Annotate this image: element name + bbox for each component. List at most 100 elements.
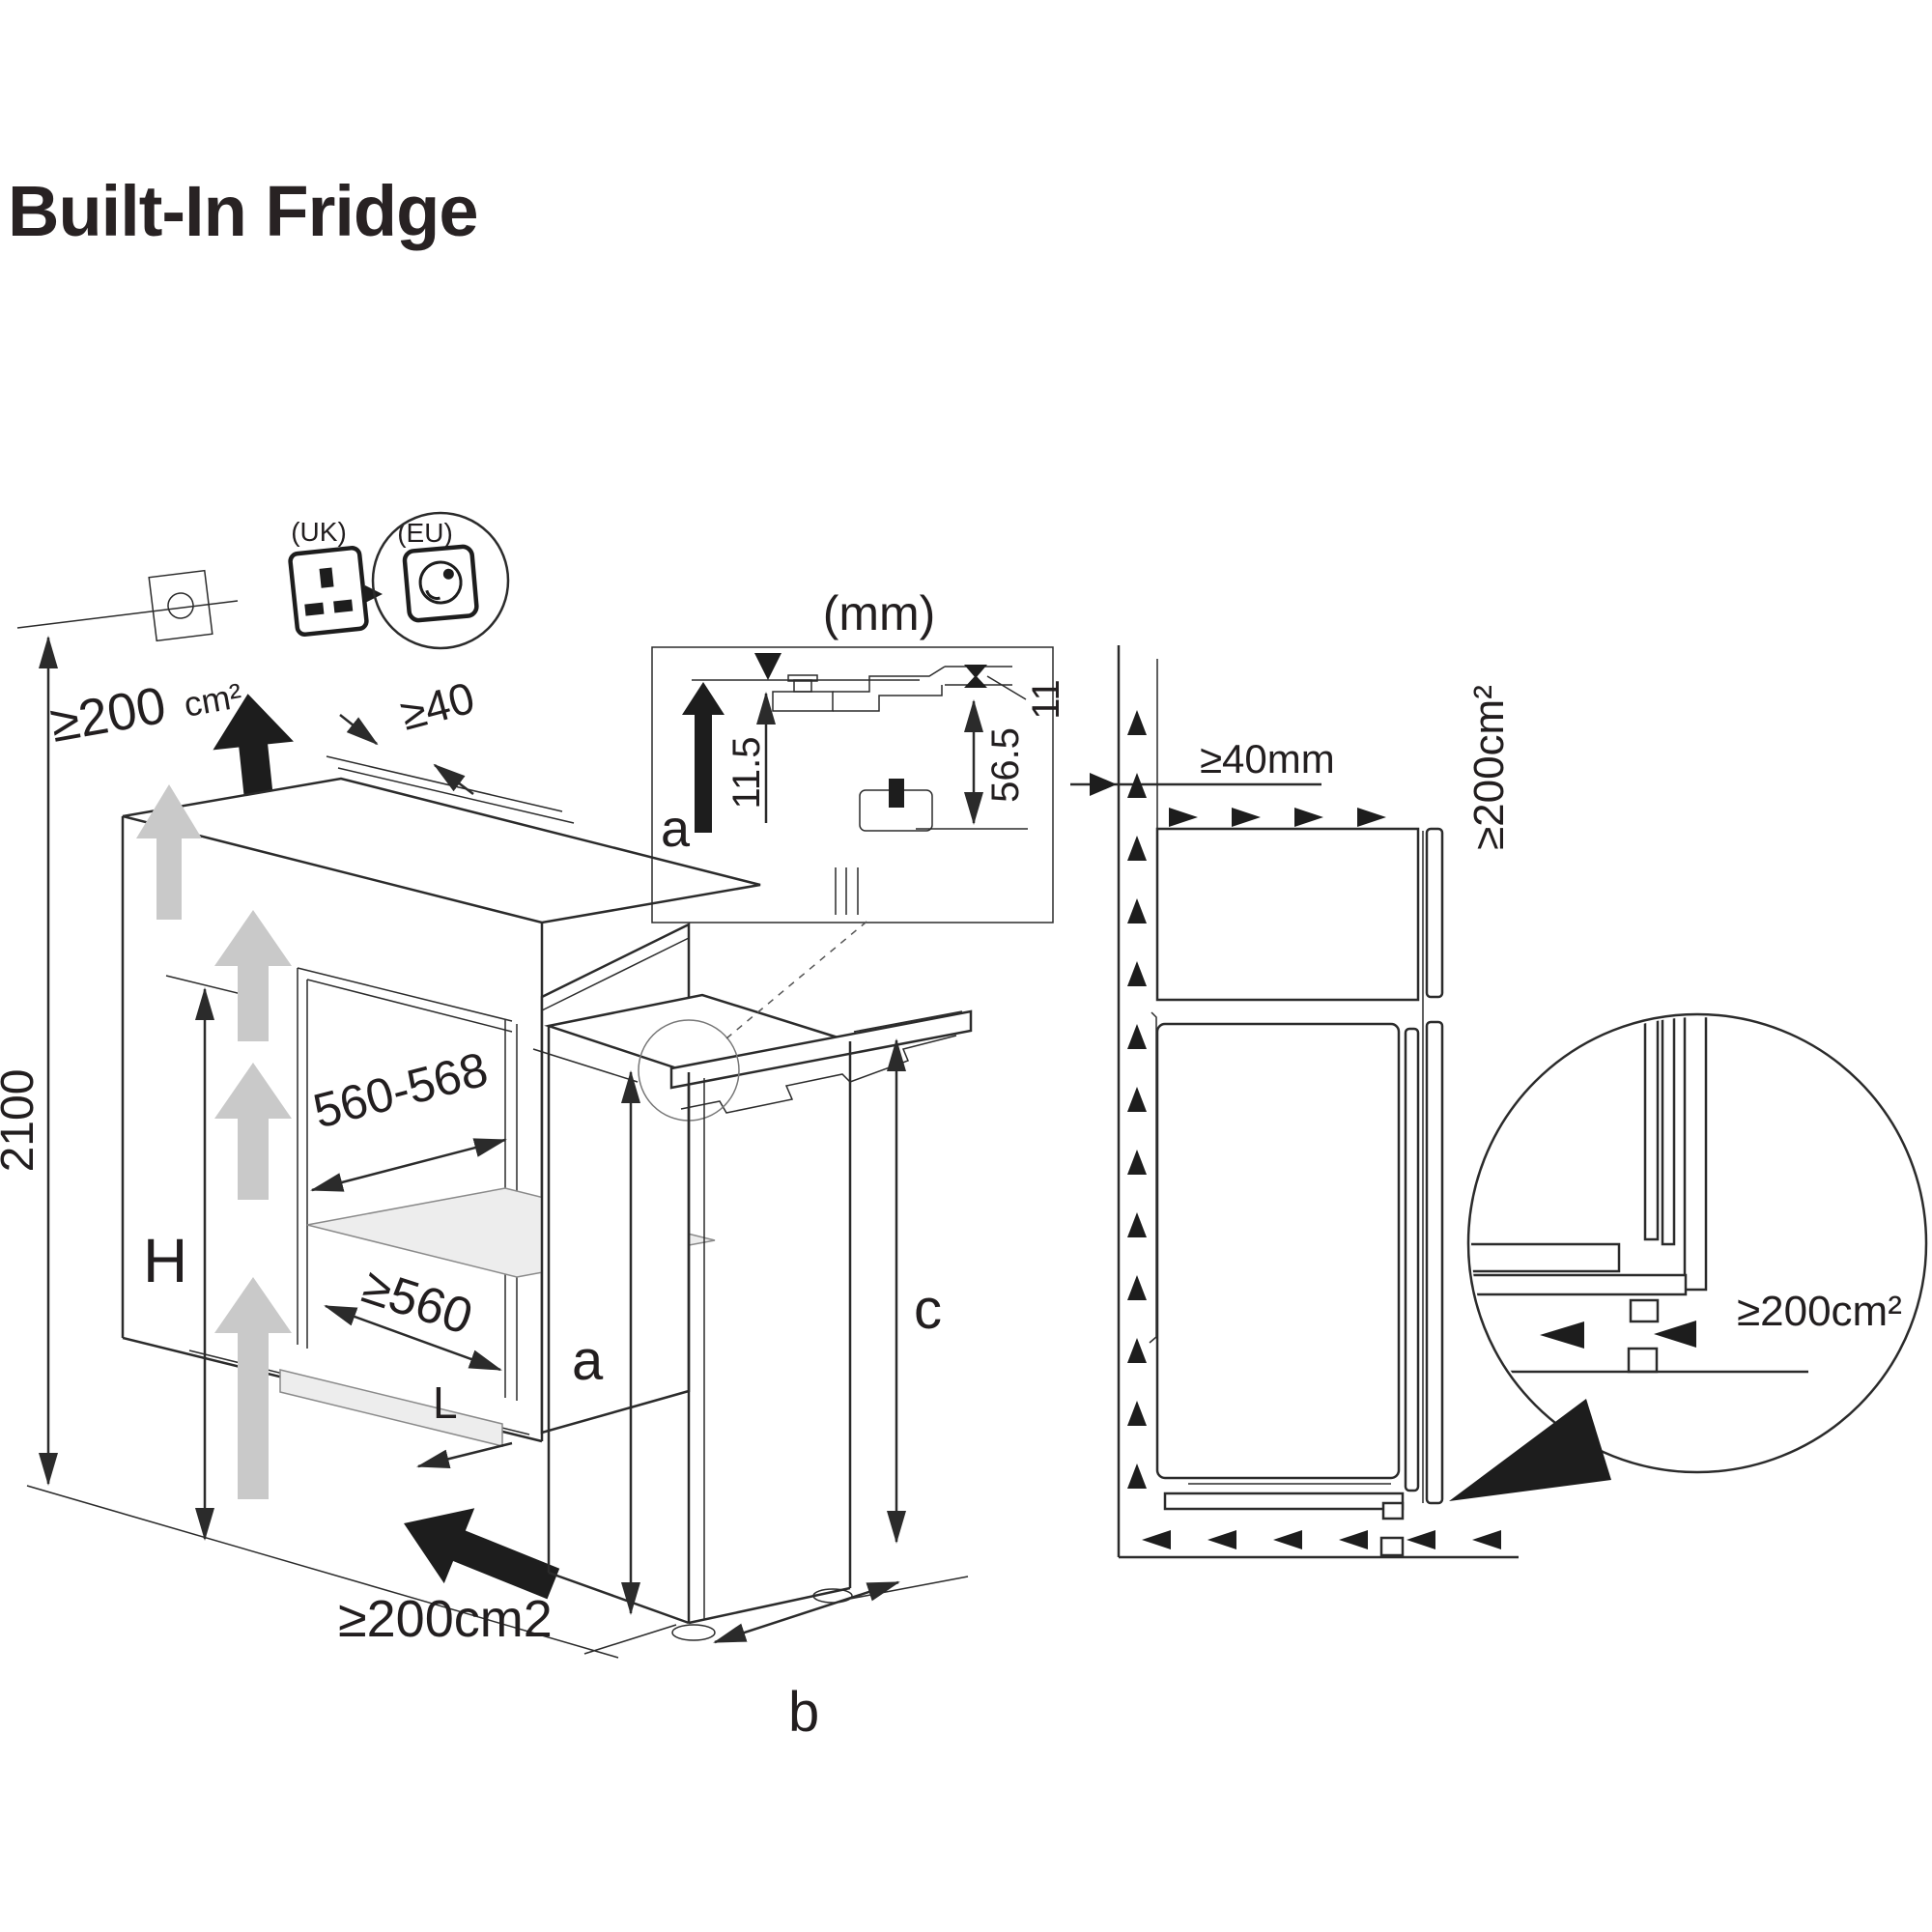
gap-value: 11 xyxy=(1025,679,1067,720)
door-thickness-line xyxy=(541,937,690,1011)
niche-depth-dimension-line xyxy=(324,1304,502,1372)
door-height-label: c xyxy=(914,1278,942,1341)
door-panel-edge xyxy=(1683,1017,1708,1292)
uk-plug-icon xyxy=(288,546,369,637)
airflow-arrow-icon xyxy=(136,784,202,920)
plinth-foot-detail xyxy=(1627,1347,1659,1374)
appliance-height-label: a xyxy=(572,1329,604,1392)
side-view-diagram: ≥40mm ≥200cm² xyxy=(1070,645,1928,1559)
plinth-bar xyxy=(1163,1492,1405,1511)
exhaust-up-arrow-icon xyxy=(213,694,294,796)
plinth-foot xyxy=(1381,1501,1405,1520)
appliance-door-side xyxy=(1404,1027,1420,1492)
top-gap-value: ≥40 xyxy=(395,672,479,740)
airflow-triangle-right xyxy=(1357,808,1386,827)
rear-gap-value: ≥40mm xyxy=(1200,736,1335,781)
appliance-bottom-left-edge xyxy=(548,1571,690,1625)
a-top-tick xyxy=(532,1048,639,1083)
offset-top-value: 11.5 xyxy=(725,737,768,810)
inset-niche-label: a xyxy=(661,800,691,858)
down-arrow-icon xyxy=(754,653,781,680)
bracket-drop-value: 56.5 xyxy=(984,727,1027,803)
plinth-detail-content: ≥200cm² xyxy=(1471,1017,1902,1374)
appliance-side-box xyxy=(1155,1022,1401,1480)
plinth-foot xyxy=(1379,1536,1405,1557)
plinth-foot-detail xyxy=(1629,1298,1660,1323)
plinth-profile-bar xyxy=(1471,1273,1688,1296)
h-reference-tick xyxy=(165,975,250,997)
a-bottom-tick xyxy=(583,1624,677,1655)
plinth-depth-label: L xyxy=(433,1378,458,1428)
appliance-depth-dimension-line xyxy=(713,1580,900,1644)
cabinet-niche-diagram: 2100 ≥200 cm² xyxy=(0,569,761,1659)
wall-recess-line xyxy=(1149,1011,1157,1344)
c-bottom-tick xyxy=(849,1576,969,1600)
detail-pointer-wedge xyxy=(1449,1399,1611,1501)
inset-frame xyxy=(651,646,1054,923)
airflow-triangle-right xyxy=(1232,808,1261,827)
eu-plug-circle xyxy=(371,511,510,650)
niche-top-inner-edge2 xyxy=(306,979,513,1033)
mounting-bracket-plate xyxy=(669,1009,973,1090)
hinge-detail-inset: (mm) a 11.5 56.5 xyxy=(651,586,1067,923)
ceiling-reference-line xyxy=(16,600,239,629)
bottom-vent-arrow-icon xyxy=(403,1508,560,1600)
upper-cabinet-door xyxy=(1425,827,1444,999)
niche-width-dimension-line xyxy=(310,1138,507,1192)
gap-arrow-down xyxy=(964,665,987,678)
airflow-triangle-left xyxy=(1654,1321,1696,1348)
bolt-head xyxy=(787,674,818,682)
uk-plug-label: (UK) xyxy=(291,517,347,547)
plinth-vent-panel xyxy=(279,1369,503,1447)
bracket-profile-upper xyxy=(833,666,946,693)
rear-gap-arrowhead xyxy=(1090,773,1117,796)
top-vent-area-value: ≥200 xyxy=(46,676,170,753)
airflow-arrow-icon xyxy=(214,1277,292,1499)
floor-line xyxy=(26,1485,619,1659)
plug-icons: (UK) (EU) xyxy=(288,511,510,650)
bracket-profile-lower xyxy=(833,685,943,712)
gap-leader-line xyxy=(986,675,1027,700)
hinge-pin xyxy=(889,779,904,808)
furniture-door-panel xyxy=(540,922,691,1435)
total-height-value: 2100 xyxy=(0,1069,43,1173)
bottom-vent-area-value: ≥200cm2 xyxy=(338,1590,553,1648)
door-panel-edge xyxy=(1661,1017,1676,1246)
niche-up-arrow-icon xyxy=(682,682,724,833)
page-title: Built-In Fridge xyxy=(8,171,478,251)
furniture-door-side xyxy=(1425,1020,1444,1505)
airflow-triangle-left xyxy=(1540,1321,1584,1349)
appliance-diagram: a c b xyxy=(532,917,973,1744)
plinth-profile-bar xyxy=(1471,1242,1621,1273)
c-top-tick xyxy=(853,1010,963,1033)
appliance-depth-label: b xyxy=(788,1681,819,1744)
bottom-airflow-triangles xyxy=(1142,1530,1501,1549)
airflow-arrow-icon xyxy=(214,910,292,1041)
plinth-depth-dimension-line xyxy=(416,1441,513,1469)
plinth-vent-value: ≥200cm² xyxy=(1737,1288,1902,1335)
niche-width-value: 560-568 xyxy=(308,1041,494,1138)
eu-plug-icon xyxy=(402,544,479,623)
detail-leader-line xyxy=(725,917,872,1039)
niche-depth-value: ≥560 xyxy=(355,1258,479,1346)
top-gap-strip-line2 xyxy=(337,767,575,824)
cabinet-top-face xyxy=(122,777,761,924)
top-gap-arrow1 xyxy=(339,714,379,746)
airflow-triangle-right xyxy=(1294,808,1323,827)
airflow-triangle-right xyxy=(1169,808,1198,827)
leveling-foot xyxy=(671,1624,716,1641)
airflow-arrow-icon xyxy=(214,1063,292,1200)
top-gap-arrow2 xyxy=(433,763,474,795)
cabinet-panel-profile xyxy=(772,691,834,712)
wall-outlet-icon xyxy=(148,569,213,642)
niche-height-value: H xyxy=(143,1226,187,1295)
side-top-vent-value: ≥200cm² xyxy=(1465,685,1513,850)
upper-cabinet-box xyxy=(1155,827,1420,1002)
niche-top-inner-edge xyxy=(297,967,513,1022)
door-panel-edge xyxy=(1643,1017,1660,1241)
units-label: (mm) xyxy=(823,586,936,640)
gap-arrow-up xyxy=(964,675,987,688)
wall-airflow-triangles xyxy=(1127,710,1147,1489)
